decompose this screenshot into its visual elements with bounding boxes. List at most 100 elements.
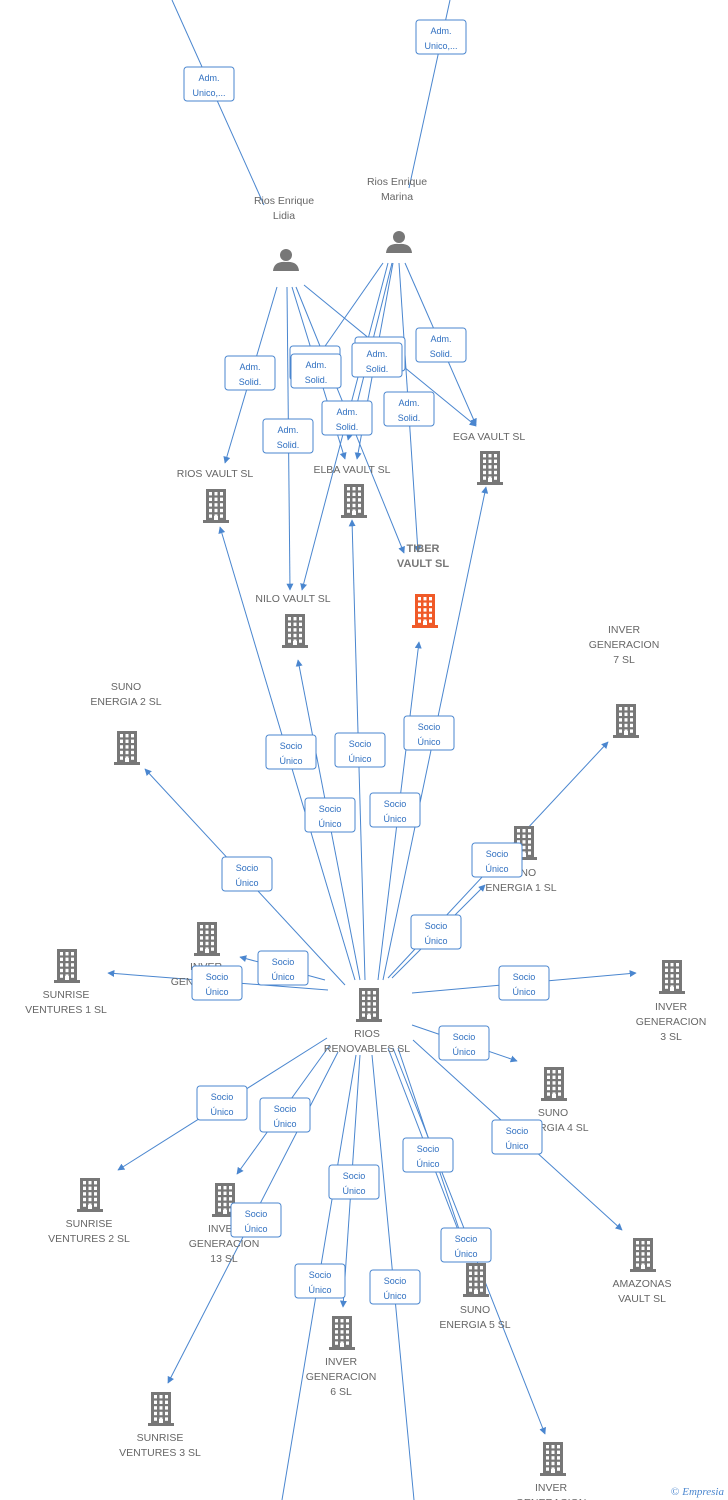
building-icon	[282, 614, 308, 648]
node-ega-vault[interactable]: EGA VAULT SL	[453, 431, 526, 485]
edge-label-text: Socio	[384, 1276, 407, 1286]
edge-label-adm-solid[interactable]: Adm.Solid.	[290, 353, 342, 389]
edge-label-text: Único	[279, 756, 302, 766]
edge-label-text: Socio	[417, 1144, 440, 1154]
edge-label-text: Solid.	[239, 377, 262, 387]
edge-label-text: Único	[505, 1141, 528, 1151]
building-icon	[148, 1392, 174, 1426]
empresia-credit[interactable]: ©Empresia	[671, 1486, 724, 1498]
node-label: GENERACION	[306, 1371, 377, 1383]
edge-label-adm-unico[interactable]: Adm.Unico,...	[415, 19, 467, 55]
edge-label-adm-solid[interactable]: Adm.Solid.	[262, 418, 314, 454]
edge-label-text: Socio	[245, 1209, 268, 1219]
edge-label-adm-solid[interactable]: Adm.Solid.	[321, 400, 373, 436]
edge-label-box	[415, 327, 467, 363]
edge-label-adm-solid[interactable]: Adm.Solid.	[415, 327, 467, 363]
edge-label-text: Socio	[513, 972, 536, 982]
edge-label-text: Único	[235, 878, 258, 888]
edge-label-text: Solid.	[305, 375, 328, 385]
edge-label-text: Único	[318, 819, 341, 829]
edge-label-box	[294, 1263, 346, 1299]
building-icon	[477, 451, 503, 485]
building-icon	[194, 922, 220, 956]
edge-label-box	[491, 1119, 543, 1155]
edge-label-text: Socio	[384, 799, 407, 809]
building-icon	[541, 1067, 567, 1101]
edge-label-box	[471, 842, 523, 878]
edge-label-text: Único	[205, 987, 228, 997]
edge-label-text: Solid.	[430, 349, 453, 359]
edge-label-box	[415, 19, 467, 55]
edge-label-text: Socio	[272, 957, 295, 967]
edge-label-text: Único	[417, 737, 440, 747]
edge-label-text: Solid.	[277, 440, 300, 450]
edge-label-text: Único	[308, 1285, 331, 1295]
node-elba-vault[interactable]: ELBA VAULT SL	[313, 464, 391, 518]
edge-label-text: Único	[424, 936, 447, 946]
edge-label-adm-solid[interactable]: Adm.Solid.	[351, 342, 403, 378]
edge-label-box	[265, 734, 317, 770]
edge-labels-layer: Adm.Unico,...Adm.Unico,...Adm.Solid.Adm.…	[183, 19, 550, 1305]
edge-label-box	[410, 914, 462, 950]
edge-label-box	[334, 732, 386, 768]
edge-label-adm-solid[interactable]: Adm.Solid.	[224, 355, 276, 391]
node-label: 13 SL	[210, 1253, 238, 1265]
edge-label-text: Socio	[455, 1234, 478, 1244]
edge-label-adm-solid[interactable]: Adm.Solid.	[383, 391, 435, 427]
edge-label-text: Unico,...	[424, 41, 457, 51]
node-label: SUNO	[111, 681, 141, 693]
edge-label-text: Socio	[349, 739, 372, 749]
edge-label-box	[304, 797, 356, 833]
node-label: VAULT SL	[397, 558, 449, 570]
node-nilo-vault[interactable]: NILO VAULT SL	[255, 593, 331, 648]
node-rios-vault[interactable]: RIOS VAULT SL	[177, 468, 254, 523]
node-label: 3 SL	[660, 1031, 682, 1043]
edge-label-box	[328, 1164, 380, 1200]
edge-label-adm-unico[interactable]: Adm.Unico,...	[183, 66, 235, 102]
edge-label-box	[196, 1085, 248, 1121]
edge-label-box	[290, 353, 342, 389]
edge-label-text: Socio	[274, 1104, 297, 1114]
edge-line	[171, 0, 265, 206]
node-label: ENERGIA 5 SL	[439, 1319, 510, 1331]
edge-label-box	[230, 1202, 282, 1238]
edge-label-box	[224, 355, 276, 391]
building-icon	[212, 1183, 238, 1217]
edge-label-text: Único	[383, 1291, 406, 1301]
